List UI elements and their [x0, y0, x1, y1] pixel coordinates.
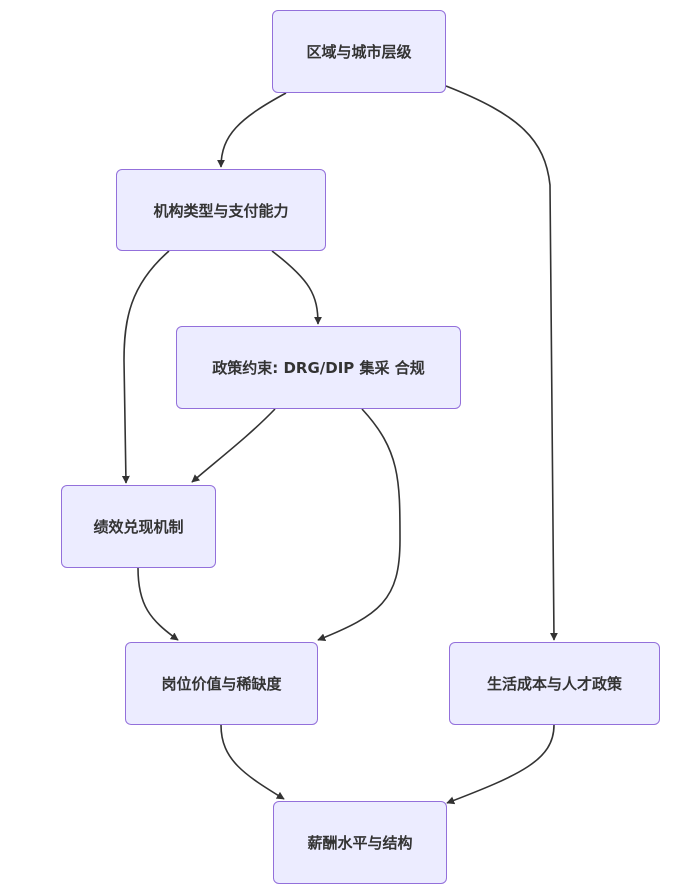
- edge-region-to-living: [445, 85, 558, 641]
- edge-policy-to-performance: [191, 408, 276, 483]
- edge-policy-to-position: [317, 408, 401, 642]
- node-region-city-tier[interactable]: 区域与城市层级: [272, 10, 446, 93]
- node-salary-level-structure[interactable]: 薪酬水平与结构: [273, 801, 447, 884]
- node-label: 机构类型与支付能力: [153, 201, 289, 220]
- node-label: 生活成本与人才政策: [486, 675, 622, 693]
- node-label: 岗位价值与稀缺度: [161, 675, 282, 693]
- node-label: 区域与城市层级: [306, 43, 412, 61]
- node-label: 绩效兑现机制: [93, 518, 184, 536]
- node-label: 薪酬水平与结构: [307, 834, 413, 852]
- node-institution-type-payment[interactable]: 机构类型与支付能力: [116, 169, 326, 251]
- edge-position-to-salary: [220, 724, 285, 800]
- edge-living-to-salary: [446, 724, 555, 805]
- edge-institution-to-performance: [121, 250, 170, 484]
- edge-region-to-institution: [217, 92, 287, 168]
- edge-performance-to-position: [137, 567, 179, 641]
- node-policy-constraints[interactable]: 政策约束: DRG/DIP 集采 合规: [176, 326, 461, 409]
- node-label: 政策约束: DRG/DIP 集采 合规: [212, 359, 425, 377]
- edge-institution-to-policy: [271, 250, 322, 325]
- node-performance-mechanism[interactable]: 绩效兑现机制: [61, 485, 216, 568]
- node-living-cost-talent-policy[interactable]: 生活成本与人才政策: [449, 642, 660, 725]
- node-position-value-scarcity[interactable]: 岗位价值与稀缺度: [125, 642, 318, 725]
